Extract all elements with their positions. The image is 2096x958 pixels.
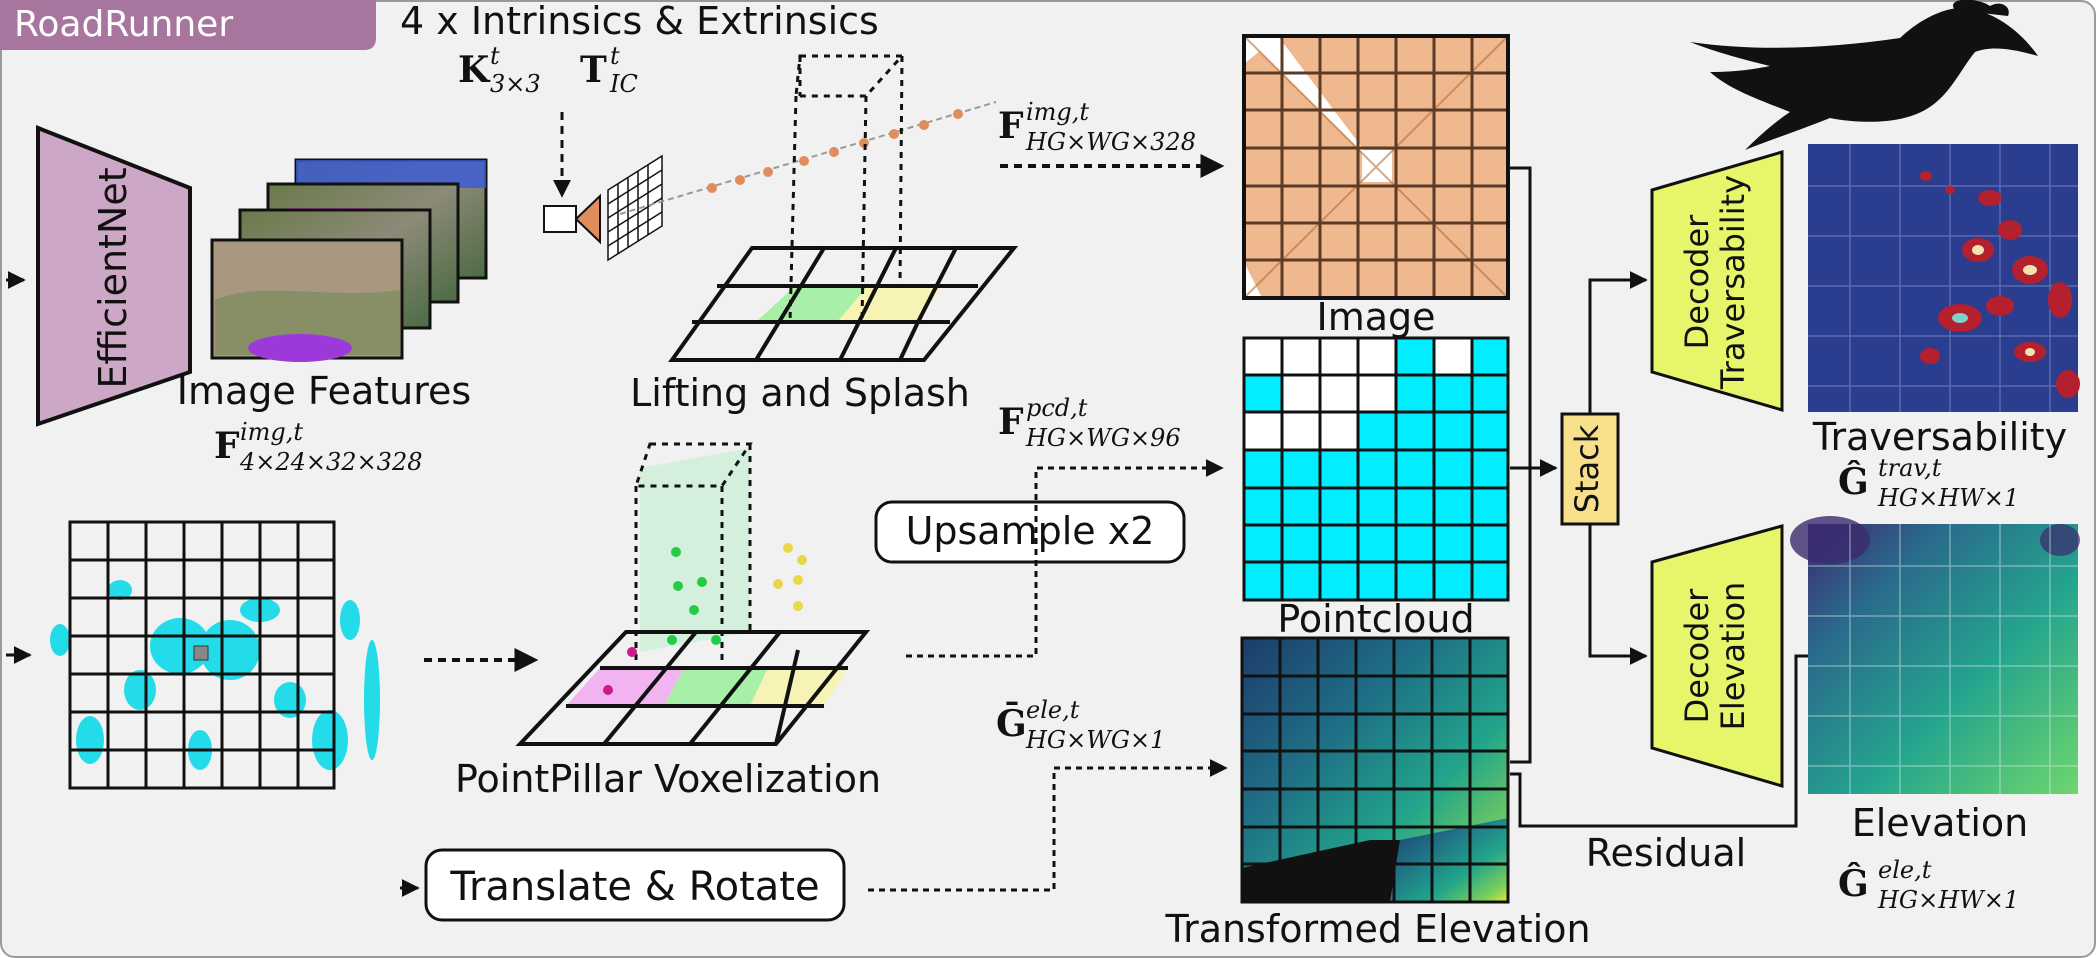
decoder-elev-label-1: Decoder bbox=[1678, 588, 1716, 724]
upsample-label: Upsample x2 bbox=[906, 509, 1155, 553]
transformed-elevation-grid bbox=[1240, 636, 1510, 904]
stack-label: Stack bbox=[1568, 424, 1606, 513]
efficientnet-block bbox=[36, 125, 192, 427]
svg-text:4×24×32×328: 4×24×32×328 bbox=[239, 448, 422, 476]
decoder-elevation-block bbox=[1650, 524, 1784, 789]
translate-rotate-box bbox=[424, 848, 846, 922]
svg-text:img,t: img,t bbox=[240, 418, 303, 446]
svg-text:Ĝ: Ĝ bbox=[1838, 461, 1869, 503]
svg-text:F: F bbox=[998, 105, 1024, 147]
math-f-img: F img,t HG×WG×328 bbox=[998, 98, 1196, 156]
svg-text:trav,t: trav,t bbox=[1878, 454, 1942, 482]
image-label: Image bbox=[1316, 295, 1435, 339]
svg-text:HG×WG×328: HG×WG×328 bbox=[1025, 128, 1196, 156]
svg-text:HG×HW×1: HG×HW×1 bbox=[1877, 886, 2019, 914]
title-tab bbox=[0, 0, 376, 50]
residual-connection bbox=[1510, 654, 1812, 828]
lifting-splash-grid bbox=[668, 54, 1019, 362]
svg-text:ele,t: ele,t bbox=[1878, 856, 1932, 884]
arrow-to-elevation-grid bbox=[868, 759, 1228, 892]
svg-text:img,t: img,t bbox=[1026, 98, 1089, 126]
svg-text:Ḡ: Ḡ bbox=[996, 702, 1027, 745]
decoder-trav-label-1: Decoder bbox=[1678, 214, 1716, 350]
svg-text:K: K bbox=[458, 49, 491, 91]
diagram-title: RoadRunner bbox=[14, 4, 233, 45]
svg-text:ele,t: ele,t bbox=[1026, 696, 1080, 724]
decoder-traversability-block bbox=[1650, 149, 1784, 413]
pointcloud-label: Pointcloud bbox=[1277, 597, 1474, 641]
pointcloud-grid bbox=[1242, 336, 1510, 602]
translate-rotate-label: Translate & Rotate bbox=[449, 864, 819, 910]
svg-text:HG×WG×1: HG×WG×1 bbox=[1025, 726, 1165, 754]
svg-text:t: t bbox=[610, 42, 620, 70]
decoder-trav-label-2: Traversability bbox=[1714, 175, 1752, 390]
image-feature-stack bbox=[210, 158, 488, 362]
arrow-to-elev-decoder bbox=[1588, 524, 1648, 665]
math-t-extrinsics: T t IC bbox=[580, 42, 638, 98]
svg-text:3×3: 3×3 bbox=[490, 70, 541, 98]
transformed-elevation-label: Transformed Elevation bbox=[1164, 907, 1590, 951]
ray-depth-points bbox=[707, 109, 963, 193]
svg-text:t: t bbox=[490, 42, 500, 70]
svg-text:HG×HW×1: HG×HW×1 bbox=[1877, 484, 2019, 512]
svg-text:F: F bbox=[998, 401, 1024, 443]
math-g-ele-out: Ĝ ele,t HG×HW×1 bbox=[1838, 856, 2019, 914]
camera-ray bbox=[619, 101, 997, 215]
pointpillar-label: PointPillar Voxelization bbox=[455, 757, 881, 801]
traversability-label: Traversability bbox=[1812, 415, 2067, 459]
math-f-pcd: F pcd,t HG×WG×96 bbox=[998, 394, 1181, 452]
efficientnet-label: EfficientNet bbox=[91, 167, 135, 388]
math-f-img-features: F img,t 4×24×32×328 bbox=[214, 418, 422, 476]
svg-text:F: F bbox=[214, 425, 240, 467]
camera-frustum-icon bbox=[543, 154, 663, 262]
arrow-to-pointcloud-grid bbox=[906, 459, 1224, 658]
svg-text:HG×WG×96: HG×WG×96 bbox=[1025, 424, 1181, 452]
svg-text:T: T bbox=[580, 49, 607, 91]
upsample-box bbox=[874, 500, 1186, 564]
svg-text:IC: IC bbox=[609, 70, 638, 98]
lifting-label: Lifting and Splash bbox=[630, 371, 970, 415]
image-bev-grid bbox=[1242, 34, 1510, 300]
svg-text:pcd,t: pcd,t bbox=[1026, 394, 1088, 422]
arrow-to-trav-decoder bbox=[1588, 271, 1648, 414]
math-g-trav-out: Ĝ trav,t HG×HW×1 bbox=[1838, 454, 2019, 512]
traversability-map bbox=[1808, 144, 2080, 412]
pointpillar-grid bbox=[515, 442, 871, 746]
svg-text:Ĝ: Ĝ bbox=[1838, 863, 1869, 905]
residual-label: Residual bbox=[1586, 831, 1746, 875]
decoder-elev-label-2: Elevation bbox=[1714, 582, 1752, 731]
math-g-ele-in: Ḡ ele,t HG×WG×1 bbox=[996, 696, 1165, 754]
lidar-bev-grid bbox=[50, 520, 380, 790]
image-features-label: Image Features bbox=[177, 369, 471, 413]
elevation-label: Elevation bbox=[1852, 801, 2029, 845]
intrinsics-label: 4 x Intrinsics & Extrinsics bbox=[400, 0, 879, 43]
math-k-intrinsics: K t 3×3 bbox=[458, 42, 541, 98]
roadrunner-logo-icon bbox=[1690, 0, 2038, 151]
elevation-map bbox=[1790, 516, 2080, 794]
